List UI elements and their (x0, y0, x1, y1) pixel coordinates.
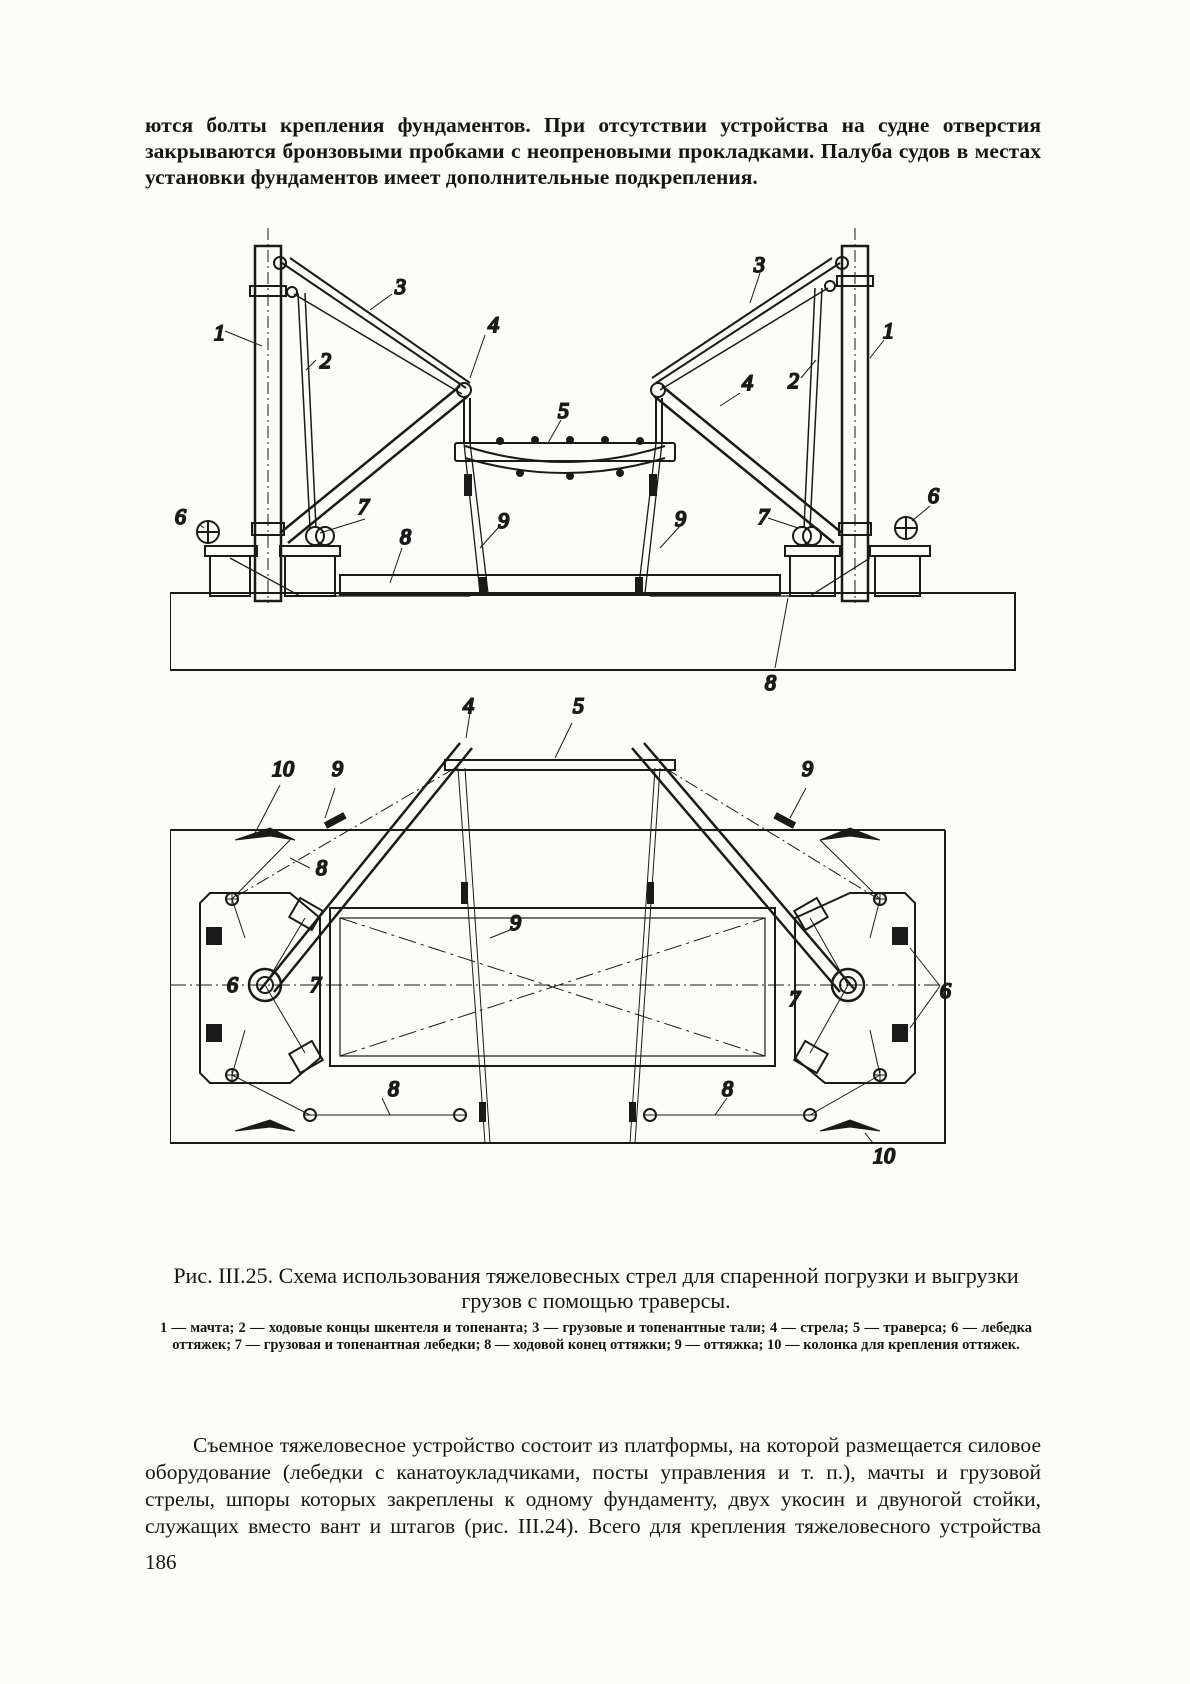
page-number: 186 (145, 1550, 177, 1574)
label-2-right: 2 (788, 368, 799, 393)
label-9-plan-left: 9 (332, 756, 343, 781)
paragraph-top: ются болты крепления фундаментов. При от… (145, 113, 1041, 189)
label-4-left: 4 (488, 312, 499, 337)
figure-iii-25: 1 2 3 4 5 6 7 8 9 3 1 2 4 7 6 9 8 (170, 228, 1030, 1268)
label-5-side: 5 (558, 398, 569, 423)
right-mast (784, 228, 931, 603)
label-7-plan-left: 7 (310, 972, 322, 997)
label-6-left: 6 (175, 504, 186, 529)
figure-drawing: 1 2 3 4 5 6 7 8 9 3 1 2 4 7 6 9 8 (170, 228, 1016, 1169)
label-8-left: 8 (400, 524, 411, 549)
label-3-right: 3 (753, 252, 765, 277)
paragraph-bottom: Съемное тяжеловесное устройство состоит … (145, 1433, 1041, 1538)
traverse-side (454, 436, 676, 480)
left-mast (204, 228, 341, 603)
label-6-plan-right: 6 (940, 978, 951, 1003)
label-4-plan: 4 (463, 693, 474, 718)
label-8-plan-right: 8 (722, 1076, 733, 1101)
label-2-left: 2 (320, 348, 331, 373)
label-4-right: 4 (742, 370, 753, 395)
side-view (170, 228, 1016, 671)
label-1-right: 1 (883, 318, 894, 343)
label-7-right: 7 (758, 504, 770, 529)
label-3-left: 3 (394, 274, 406, 299)
label-10-top: 10 (272, 756, 294, 781)
label-9-plan-center: 9 (510, 910, 521, 935)
label-1-left: 1 (214, 320, 225, 345)
label-9-plan-right: 9 (802, 756, 813, 781)
label-8-right: 8 (765, 670, 776, 695)
figure-legend: 1 — мачта; 2 — ходовые концы шкентеля и … (160, 1320, 1032, 1353)
label-6-plan-left: 6 (227, 972, 238, 997)
label-8-plan-left: 8 (388, 1076, 399, 1101)
figure-caption: Рис. III.25. Схема использования тяжелов… (173, 1263, 1019, 1313)
label-8-plan-top: 8 (316, 855, 327, 880)
label-6-right: 6 (928, 483, 939, 508)
label-9-right: 9 (675, 506, 686, 531)
label-7-plan-right: 7 (789, 986, 801, 1011)
plan-view (170, 712, 950, 1144)
label-7-left: 7 (358, 494, 370, 519)
label-10-bottom: 10 (873, 1143, 895, 1168)
label-9-left: 9 (498, 508, 509, 533)
label-5-plan: 5 (573, 693, 584, 718)
